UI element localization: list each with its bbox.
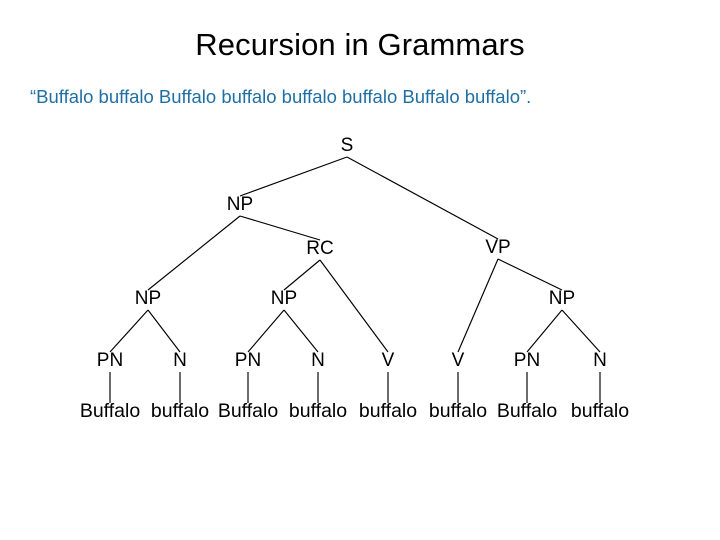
tree-edge-VP-NP4 — [497, 258, 563, 291]
tree-word-layer: Buffalo buffalo Buffalo buffalo buffalo buffa… — [80, 400, 629, 422]
tree-node-V2: V — [452, 350, 465, 371]
tree-node-NP2: NP — [135, 288, 161, 309]
tree-node-N3: N — [593, 350, 607, 371]
tree-edge-NP3-PN2 — [247, 309, 285, 353]
tree-node-PN2: PN — [235, 350, 261, 371]
tree-word-W7: Buffalo — [497, 400, 558, 422]
tree-edge-NP1-RC — [239, 215, 321, 241]
tree-word-W4: buffalo — [289, 400, 347, 422]
tree-node-RC: RC — [306, 238, 333, 259]
tree-edge-NP3-N2 — [283, 309, 319, 353]
tree-node-N2: N — [311, 350, 325, 371]
slide-subtitle: “Buffalo buffalo Buffalo buffalo buffalo… — [30, 86, 532, 107]
tree-edge-S-VP — [346, 156, 499, 240]
tree-edge-RC-V1 — [319, 259, 389, 353]
tree-node-layer: S NP VP NP RC NP NP PN N PN N V V PN N — [97, 135, 607, 371]
tree-edge-S-NP1 — [239, 156, 348, 197]
tree-word-W3: Buffalo — [218, 400, 279, 422]
tree-edge-NP2-PN1 — [109, 309, 149, 353]
tree-edge-NP2-N1 — [147, 309, 181, 353]
tree-edge-NP1-NP2 — [147, 215, 241, 291]
tree-edge-NP4-N3 — [561, 309, 601, 353]
tree-node-NP4: NP — [549, 288, 575, 309]
tree-node-S: S — [341, 135, 354, 156]
tree-word-W1: Buffalo — [80, 400, 141, 422]
tree-edge-layer — [109, 156, 601, 403]
tree-edge-RC-NP3 — [283, 259, 321, 291]
tree-node-NP1: NP — [227, 194, 253, 215]
tree-edge-VP-V2 — [457, 258, 499, 353]
tree-word-W2: buffalo — [151, 400, 209, 422]
tree-node-N1: N — [173, 350, 187, 371]
tree-node-VP: VP — [485, 237, 510, 258]
tree-node-NP3: NP — [271, 288, 297, 309]
tree-node-V1: V — [382, 350, 395, 371]
tree-word-W6: buffalo — [429, 400, 487, 422]
page-title: Recursion in Grammars — [195, 27, 525, 62]
tree-node-PN1: PN — [97, 350, 123, 371]
tree-node-PN3: PN — [514, 350, 540, 371]
tree-edge-NP4-PN3 — [526, 309, 563, 353]
tree-word-W8: buffalo — [571, 400, 629, 422]
tree-word-W5: buffalo — [359, 400, 417, 422]
